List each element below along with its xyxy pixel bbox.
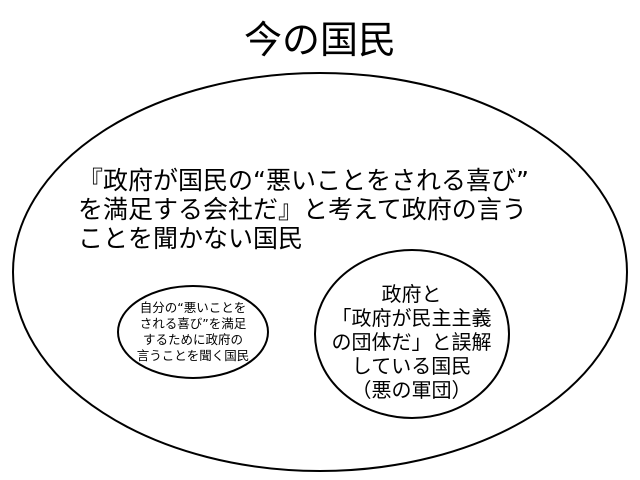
small-label: 自分の“悪いことを される喜び”を満足 するために政府の 言うことを聞く国民: [118, 300, 268, 364]
outer-line: 『政府が国民の“悪いことをされる喜び”: [78, 166, 529, 195]
right-line: （悪の軍団）: [351, 378, 472, 402]
small-line: 自分の“悪いことを: [139, 300, 247, 315]
right-label: 政府と 「政府が民主主義 の団体だ」と誤解 している国民 （悪の軍団）: [315, 282, 508, 402]
right-line: の団体だ」と誤解: [331, 330, 492, 354]
outer-line: を満足する会社だ』と考えて政府の言う: [78, 195, 527, 224]
outer-label: 『政府が国民の“悪いことをされる喜び” を満足する会社だ』と考えて政府の言う こ…: [78, 166, 529, 253]
small-line: 言うことを聞く国民: [136, 348, 250, 363]
small-line: するために政府の: [142, 332, 243, 347]
outer-ellipse: [12, 72, 628, 472]
small-line: される喜び”を満足: [139, 316, 247, 331]
right-line: している国民: [351, 354, 472, 378]
diagram-title: 今の国民: [243, 18, 396, 62]
right-ellipse: [314, 249, 510, 419]
right-line: 政府と: [381, 282, 442, 306]
right-line: 「政府が民主主義: [331, 306, 492, 330]
outer-line: ことを聞かない国民: [78, 224, 304, 253]
small-ellipse: [117, 285, 269, 379]
